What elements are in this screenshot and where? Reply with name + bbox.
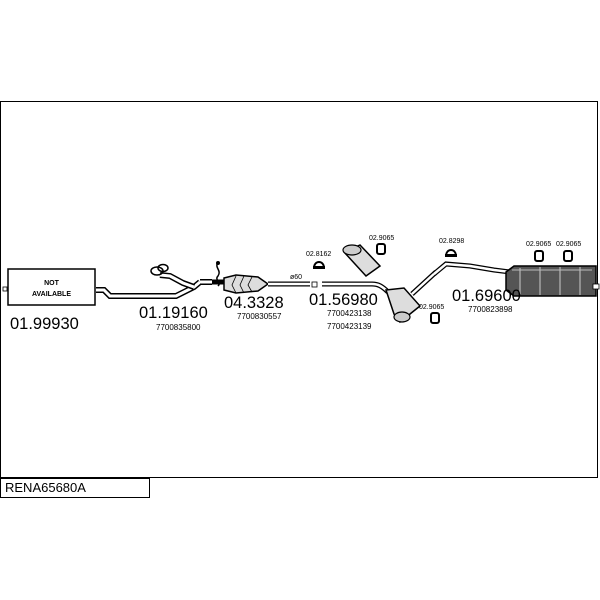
accessory-clamp-b: 02.8298 xyxy=(439,238,464,257)
reference-code-box: RENA65680A xyxy=(0,478,150,498)
part-number-catalyst: 04.3328 xyxy=(224,294,284,312)
not-available-line-2: AVAILABLE xyxy=(32,291,71,298)
oem-catalyst: 7700830557 xyxy=(237,312,282,321)
accessory-number-clamp-a: 02.8162 xyxy=(306,251,331,258)
oem-center-muffler-1: 7700423138 xyxy=(327,309,372,318)
catalyst-part: 04.3328 7700830557 ø60 xyxy=(212,261,310,321)
not-available-line-1: NOT xyxy=(44,280,60,287)
oem-y-pipe: 7700835800 xyxy=(156,323,201,332)
accessory-number-hanger-c: 02.9065 xyxy=(526,241,551,248)
accessory-hanger-b: 02.9065 xyxy=(419,304,444,324)
accessory-number-hanger-d: 02.9065 xyxy=(556,241,581,248)
part-number-y-pipe: 01.19160 xyxy=(139,304,208,322)
reference-code: RENA65680A xyxy=(5,480,86,495)
accessory-number-hanger-b: 02.9065 xyxy=(419,304,444,311)
part-number-rear-muffler: 01.69600 xyxy=(452,287,521,305)
accessory-number-clamp-b: 02.8298 xyxy=(439,238,464,245)
pipe-diameter-label: ø60 xyxy=(290,274,302,281)
accessory-hanger-c: 02.9065 xyxy=(526,241,551,262)
center-muffler-part: 01.56980 7700423138 7700423139 xyxy=(309,244,438,331)
front-pipe-part: NOT AVAILABLE 01.99930 xyxy=(2,268,96,333)
y-pipe-part: 01.19160 7700835800 xyxy=(96,263,212,332)
accessory-clamp-a: 02.8162 xyxy=(306,251,331,269)
oem-rear-muffler: 7700823898 xyxy=(468,305,513,314)
part-number-front-pipe: 01.99930 xyxy=(10,315,79,333)
rear-muffler-part: 01.69600 7700823898 xyxy=(432,261,600,314)
diagram-frame xyxy=(0,101,598,478)
oem-center-muffler-2: 7700423139 xyxy=(327,322,372,331)
part-number-center-muffler: 01.56980 xyxy=(309,291,378,309)
accessory-hanger-a: 02.9065 xyxy=(369,235,394,255)
accessory-number-hanger-a: 02.9065 xyxy=(369,235,394,242)
accessory-hanger-d: 02.9065 xyxy=(556,241,581,262)
